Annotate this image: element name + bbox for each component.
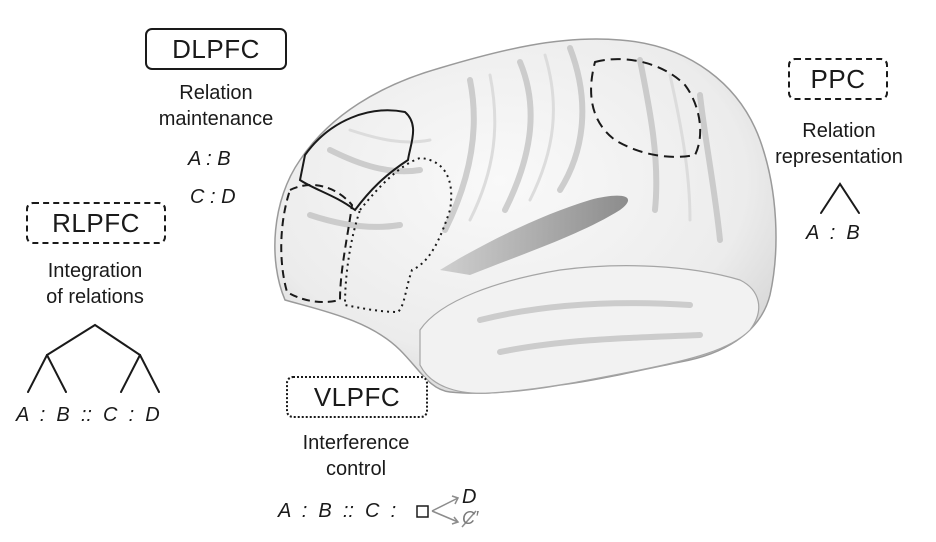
gyri-highlights — [348, 53, 692, 222]
gyri-shading — [307, 45, 723, 355]
vlpfc-label-box: VLPFC — [286, 376, 428, 418]
temporal-lobe — [419, 265, 760, 394]
vlpfc-function-line2: control — [325, 458, 387, 480]
ppc-region — [590, 58, 702, 158]
dlpfc-function-line2: maintenance — [158, 108, 274, 130]
rlpfc-region — [280, 184, 354, 303]
vlpfc-option-rejected: C′ — [462, 508, 479, 528]
vlpfc-label: VLPFC — [313, 381, 401, 412]
dlpfc-label-box: DLPFC — [145, 28, 287, 70]
ppc-label: PPC — [810, 63, 866, 94]
vlpfc-relation: A : B :: C : — [278, 500, 397, 522]
blank-slot-icon — [416, 505, 429, 518]
strike-through-line — [461, 510, 477, 528]
dlpfc-relation-1: A : B — [188, 148, 231, 170]
ppc-relation: A : B — [806, 222, 860, 244]
ppc-function-line2: representation — [775, 146, 903, 168]
rlpfc-label: RLPFC — [52, 207, 140, 238]
dlpfc-function-line1: Relation — [179, 82, 253, 104]
sylvian-fissure — [440, 195, 629, 275]
vlpfc-function-line1: Interference — [302, 432, 410, 454]
rlpfc-relation: A : B :: C : D — [16, 404, 160, 426]
vlpfc-region — [343, 156, 453, 314]
ppc-function-line1: Relation — [802, 120, 876, 142]
rlpfc-function-line2: of relations — [46, 286, 144, 308]
vlpfc-option-correct: D — [462, 486, 477, 508]
rlpfc-label-box: RLPFC — [26, 202, 166, 244]
dlpfc-label: DLPFC — [172, 33, 260, 64]
dlpfc-region — [298, 109, 415, 212]
dlpfc-relation-2: C : D — [190, 186, 236, 208]
rlpfc-function: Integration of relations — [10, 258, 180, 310]
rlpfc-function-line1: Integration — [47, 260, 143, 282]
ppc-function: Relation representation — [760, 118, 918, 170]
fork-arrow-icon — [431, 495, 460, 525]
ppc-label-box: PPC — [788, 58, 888, 100]
dlpfc-function: Relation maintenance — [140, 80, 292, 132]
vlpfc-function: Interference control — [272, 430, 440, 482]
